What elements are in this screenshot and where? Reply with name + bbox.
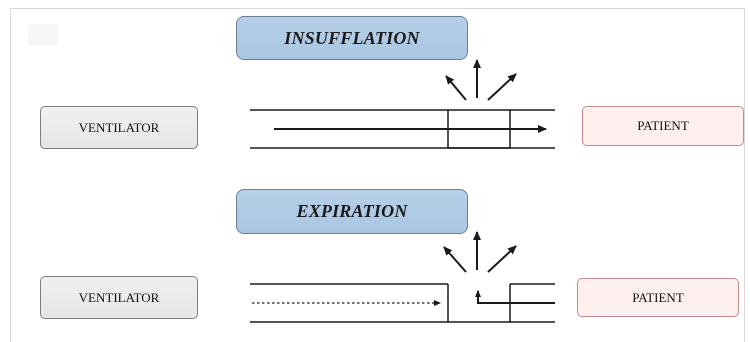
expiration-exhaled-path [475, 290, 555, 304]
insufflation-title: INSUFFLATION [284, 27, 420, 48]
insufflation-circuit [250, 59, 555, 149]
insufflation-patient-box: PATIENT [582, 106, 744, 146]
expiration-title-box: EXPIRATION [236, 189, 468, 234]
expiration-escape-arrow-right [487, 245, 517, 273]
expiration-ventilator-label: VENTILATOR [78, 289, 160, 305]
expiration-escape-arrow-left [443, 246, 467, 273]
faint-logo-mark [28, 24, 58, 46]
expiration-title: EXPIRATION [296, 201, 408, 221]
insufflation-patient-label: PATIENT [637, 118, 689, 133]
expiration-patient-box: PATIENT [577, 278, 739, 317]
insufflation-title-box: INSUFFLATION [236, 16, 468, 60]
insufflation-escape-arrow-right [487, 73, 517, 101]
insufflation-ventilator-label: VENTILATOR [78, 119, 160, 135]
insufflation-escape-arrow-left [445, 75, 467, 101]
expiration-patient-label: PATIENT [632, 289, 684, 305]
expiration-ventilator-box: VENTILATOR [40, 276, 198, 319]
insufflation-ventilator-box: VENTILATOR [40, 106, 198, 149]
expiration-circuit [250, 231, 555, 323]
